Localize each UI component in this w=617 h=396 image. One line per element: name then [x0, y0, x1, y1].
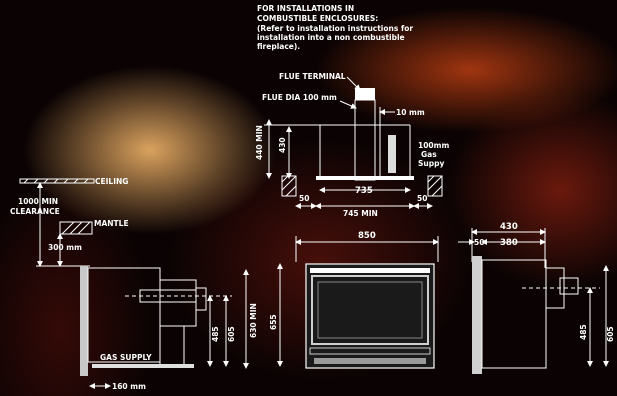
flue-terminal-cap	[355, 88, 375, 100]
installation-notes: FOR INSTALLATIONS IN COMBUSTIBLE ENCLOSU…	[257, 4, 413, 51]
flue-outlet-side	[195, 287, 207, 311]
front-top-vent	[310, 268, 430, 273]
flue-dia-label: FLUE DIA 100 mm	[262, 93, 337, 102]
enclosure-base	[316, 176, 414, 180]
dim-380-label: 380	[500, 238, 518, 248]
dim-50-right-view-label: 50	[474, 238, 484, 247]
dim-300-label: 300 mm	[48, 243, 82, 252]
flue-housing-side	[159, 279, 197, 327]
clearance-line-2: CLEARANCE	[10, 207, 60, 216]
burner-side	[159, 325, 185, 367]
ceiling-hatch	[23, 178, 89, 184]
dim-160-label: 160 mm	[112, 382, 146, 391]
suppy-label: Suppy	[418, 159, 444, 168]
flue-housing-right	[545, 267, 565, 309]
gas-size-label: 100mm	[418, 141, 449, 150]
dim-630-label: 630 MIN	[249, 303, 258, 338]
dim-430-label: 430	[278, 137, 287, 153]
ceiling-bar	[19, 178, 95, 184]
mantle-block	[59, 221, 93, 235]
note-line-1: FOR INSTALLATIONS IN	[257, 4, 354, 13]
side-view: CEILING 1000 MIN CLEARANCE MANTLE 300 mm…	[10, 177, 258, 391]
flue-outlet-right	[559, 277, 579, 295]
front-glass-inner	[317, 281, 423, 339]
gas-supply-rail	[92, 364, 194, 368]
dim-485-side-label: 485	[211, 326, 220, 342]
right-wall	[472, 256, 482, 374]
mantle-hatch	[61, 221, 91, 235]
left-wall-hatch-lines	[281, 175, 297, 197]
dim-50-left-label: 50	[299, 194, 309, 203]
dim-50-right-label: 50	[417, 194, 427, 203]
dim-850-label: 850	[358, 231, 376, 241]
flue-dia-leader	[339, 100, 357, 109]
front-view: 850 655	[269, 231, 439, 369]
gas-supply-pipe	[388, 135, 396, 173]
note-line-2: COMBUSTIBLE ENCLOSURES:	[257, 14, 378, 23]
note-line-4: installation into a non combustible	[257, 33, 405, 42]
gap-10mm-label: 10 mm	[396, 108, 425, 117]
front-bottom-trim	[309, 347, 431, 355]
gas-label: Gas	[421, 150, 437, 159]
mantle-label: MANTLE	[94, 219, 129, 228]
clearance-line-1: 1000 MIN	[18, 197, 58, 206]
appliance-body-right	[481, 259, 547, 369]
flue-pipe	[354, 99, 376, 181]
right-side-view: 430 380 50 485 605	[458, 222, 615, 374]
min-440-label: 440 MIN	[255, 125, 264, 160]
dim-605-right-label: 605	[606, 326, 615, 342]
dim-655-label: 655	[269, 314, 278, 330]
appliance-front-frame	[305, 263, 435, 369]
dim-735-label: 735	[355, 186, 373, 196]
note-line-3: (Refer to installation instructions for	[257, 24, 413, 33]
right-wall-hatch-lines	[427, 175, 443, 197]
dim-485-right-label: 485	[579, 324, 588, 340]
note-line-5: fireplace).	[257, 42, 300, 51]
dim-605-side-label: 605	[227, 326, 236, 342]
dim-745-label: 745 MIN	[343, 209, 378, 218]
appliance-body-side	[87, 267, 161, 363]
top-view: FLUE TERMINAL FLUE DIA 100 mm 10 mm 100m…	[255, 72, 449, 218]
flue-terminal-leader	[346, 76, 361, 91]
front-glass-panel	[311, 275, 429, 345]
side-wall	[80, 266, 88, 376]
flue-terminal-label: FLUE TERMINAL	[279, 72, 346, 81]
ceiling-label: CEILING	[95, 177, 128, 186]
dim-430-right-label: 430	[500, 222, 518, 232]
gas-supply-label: GAS SUPPLY	[100, 353, 152, 362]
front-grille	[314, 358, 426, 364]
